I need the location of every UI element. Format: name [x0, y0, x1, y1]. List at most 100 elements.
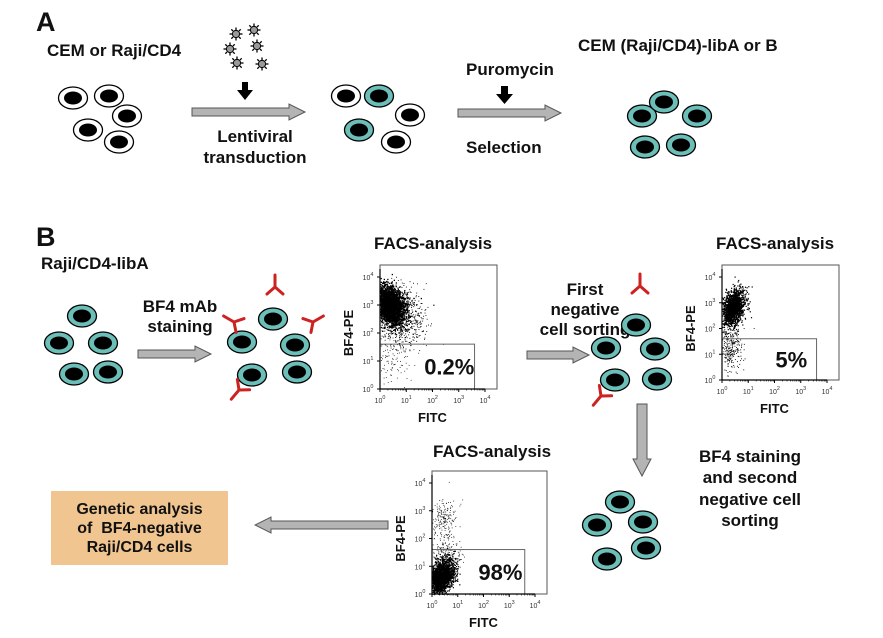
- data-point: [733, 343, 735, 345]
- data-point: [725, 323, 728, 325]
- data-point: [734, 332, 736, 334]
- data-point: [389, 327, 391, 328]
- data-point: [736, 320, 739, 322]
- data-point: [399, 329, 401, 331]
- data-point: [737, 293, 739, 295]
- data-point: [406, 301, 408, 303]
- data-point: [746, 308, 748, 311]
- data-point: [395, 298, 397, 300]
- data-point: [406, 330, 408, 332]
- panel-b-step3-label-2: and second: [702, 468, 798, 487]
- data-point: [389, 315, 391, 317]
- data-point: [391, 290, 394, 292]
- data-point: [413, 282, 414, 284]
- data-point: [726, 307, 728, 309]
- data-point: [392, 323, 394, 325]
- data-point: [431, 323, 432, 325]
- data-point: [402, 316, 404, 318]
- data-point: [393, 364, 395, 366]
- data-point: [730, 296, 733, 298]
- data-point: [736, 317, 738, 319]
- data-point: [725, 350, 727, 352]
- down-arrow-icon: [632, 403, 652, 478]
- data-point: [413, 303, 415, 305]
- data-point: [390, 302, 392, 304]
- data-point: [383, 315, 386, 317]
- data-point: [388, 318, 390, 320]
- data-point: [395, 358, 397, 360]
- data-point: [730, 335, 731, 337]
- data-point: [419, 350, 421, 352]
- data-point: [737, 309, 739, 311]
- data-point: [742, 301, 744, 303]
- panel-a-step1-label-1: Lentiviral: [217, 127, 293, 146]
- data-point: [729, 313, 732, 315]
- data-point: [393, 319, 395, 322]
- data-point: [386, 323, 388, 325]
- data-point: [389, 330, 391, 332]
- data-point: [393, 293, 396, 296]
- data-point: [384, 339, 386, 341]
- data-point: [737, 294, 739, 296]
- data-point: [726, 309, 728, 311]
- data-point: [727, 324, 729, 326]
- data-point: [742, 288, 744, 290]
- data-point: [400, 323, 402, 324]
- data-point: [404, 339, 406, 341]
- data-point: [410, 292, 412, 293]
- data-point: [380, 286, 382, 288]
- data-point: [404, 310, 406, 312]
- data-point: [736, 320, 739, 323]
- antibody-icon: [265, 273, 285, 296]
- data-point: [384, 299, 386, 301]
- data-point: [406, 318, 408, 320]
- data-point: [390, 312, 392, 314]
- data-point: [383, 368, 385, 370]
- data-point: [732, 323, 734, 325]
- data-point: [404, 297, 406, 300]
- data-point: [731, 314, 733, 316]
- data-point: [381, 360, 382, 361]
- data-point: [729, 353, 731, 355]
- data-point: [414, 329, 416, 331]
- data-point: [727, 345, 728, 347]
- data-point: [742, 292, 744, 294]
- data-point: [398, 290, 400, 292]
- data-point: [403, 308, 406, 310]
- data-point: [733, 315, 735, 317]
- data-point: [740, 299, 742, 301]
- data-point: [410, 379, 412, 381]
- data-point: [408, 323, 410, 325]
- data-point: [402, 320, 404, 321]
- data-point: [742, 301, 744, 304]
- data-point: [729, 299, 731, 302]
- data-point: [393, 302, 395, 304]
- data-point: [737, 306, 739, 308]
- data-point: [738, 279, 740, 282]
- data-point: [384, 281, 386, 283]
- data-point: [415, 311, 416, 312]
- data-point: [388, 322, 390, 324]
- data-point: [731, 306, 734, 308]
- data-point: [403, 314, 405, 316]
- data-point: [408, 328, 410, 330]
- data-point: [384, 313, 386, 315]
- data-point: [380, 312, 382, 314]
- data-point: [731, 353, 732, 355]
- data-point: [732, 296, 734, 298]
- data-point: [391, 297, 393, 298]
- data-point: [396, 334, 398, 336]
- data-point: [394, 297, 396, 299]
- transduced-cell-icon: [648, 90, 680, 114]
- data-point: [731, 342, 733, 344]
- data-point: [391, 362, 393, 364]
- data-point: [730, 338, 732, 340]
- data-point: [738, 341, 740, 343]
- data-point: [402, 308, 404, 310]
- data-point: [404, 315, 406, 317]
- data-point: [383, 377, 385, 379]
- data-point: [391, 290, 393, 292]
- data-point: [740, 304, 742, 306]
- data-point: [395, 284, 397, 286]
- data-point: [730, 339, 732, 341]
